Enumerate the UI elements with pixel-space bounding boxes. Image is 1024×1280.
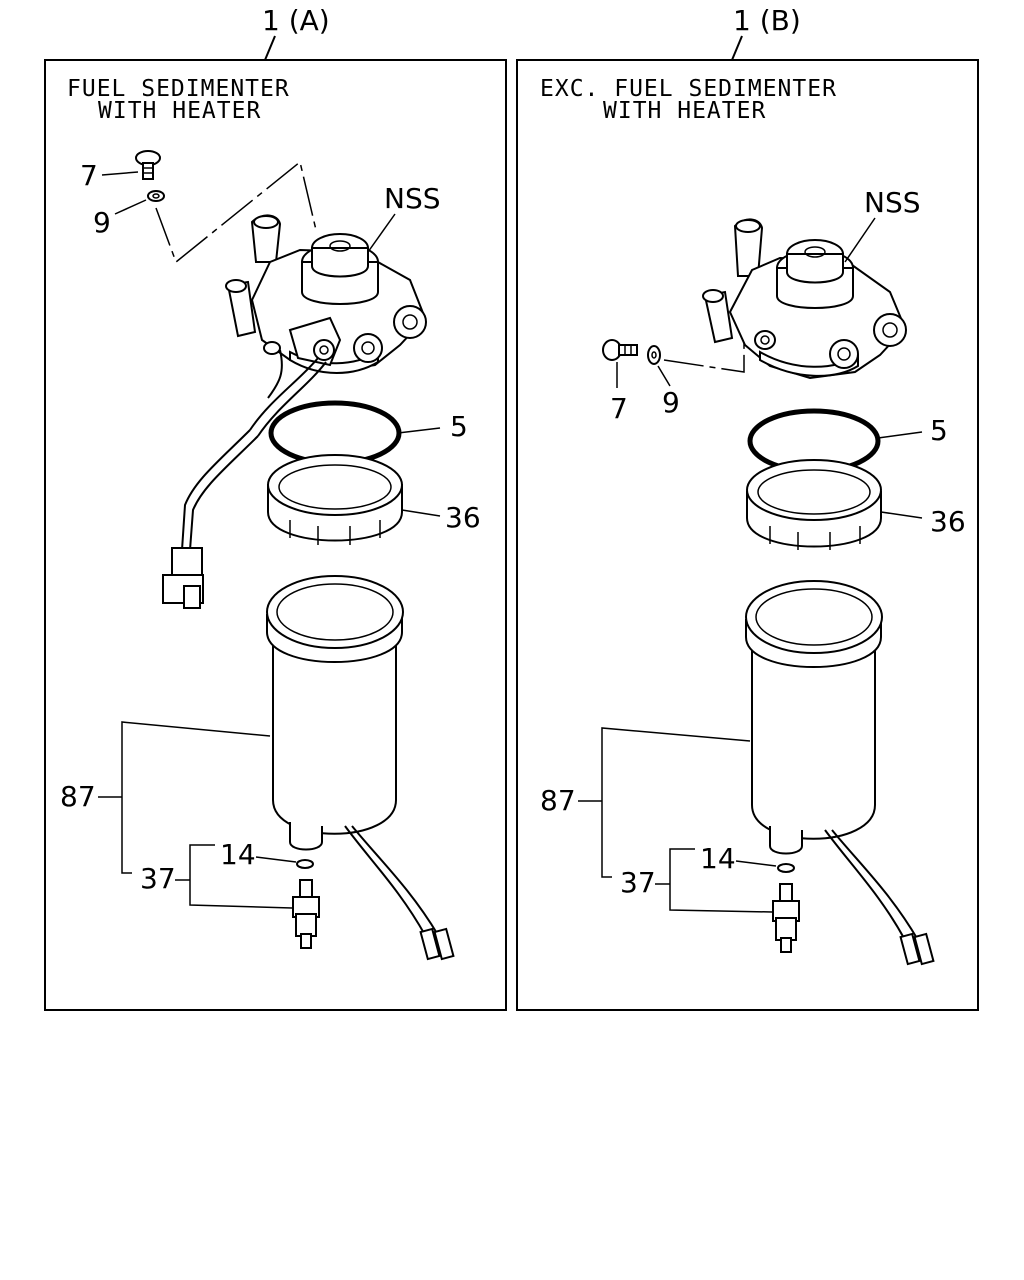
label-oring: 5 (930, 414, 948, 447)
panel-a-ref: 1 (A) (262, 4, 330, 37)
label-washer: 9 (93, 206, 111, 239)
panel-b-caption-line2: WITH HEATER (603, 98, 766, 124)
panel-b-ref: 1 (B) (733, 4, 801, 37)
heater-connector (162, 547, 204, 609)
label-bolt: 7 (80, 159, 98, 192)
panel-b: 1 (B) EXC. FUEL SEDIMENTER WITH HEATER N… (516, 4, 979, 1011)
filter-head (225, 214, 427, 374)
label-drain-assy: 37 (620, 866, 656, 899)
filter-element (745, 580, 935, 966)
washer-part (147, 190, 165, 202)
label-drain-assy: 37 (140, 862, 176, 895)
retainer-part (267, 454, 403, 545)
panel-a: 1 (A) FUEL SEDIMENTER WITH HEATER 7 9 (44, 4, 507, 1011)
drain-plug-part (292, 879, 320, 949)
drain-oring-part (777, 863, 795, 873)
label-bolt: 7 (610, 392, 628, 425)
panel-a-caption-line2: WITH HEATER (98, 98, 261, 124)
label-nss: NSS (864, 186, 921, 219)
label-retainer: 36 (445, 501, 481, 534)
bolt-part (602, 339, 638, 361)
label-drain-oring: 14 (220, 838, 256, 871)
retainer-part (746, 459, 882, 550)
label-element: 87 (60, 780, 96, 813)
panel-a-caption-line1: FUEL SEDIMENTER (67, 76, 290, 102)
panel-b-caption-line1: EXC. FUEL SEDIMENTER (540, 76, 837, 102)
heater-wire (181, 349, 327, 551)
label-element: 87 (540, 784, 576, 817)
bolt-part (135, 150, 161, 180)
label-oring: 5 (450, 410, 468, 443)
label-nss: NSS (384, 182, 441, 215)
label-washer: 9 (662, 386, 680, 419)
filter-element (266, 575, 455, 961)
panel-a-frame (44, 59, 507, 1011)
drain-oring-part (296, 859, 314, 869)
label-retainer: 36 (930, 505, 966, 538)
label-drain-oring: 14 (700, 842, 736, 875)
filter-head (702, 218, 907, 380)
drain-plug-part (772, 883, 800, 953)
washer-part (647, 345, 661, 365)
panel-b-frame (516, 59, 979, 1011)
